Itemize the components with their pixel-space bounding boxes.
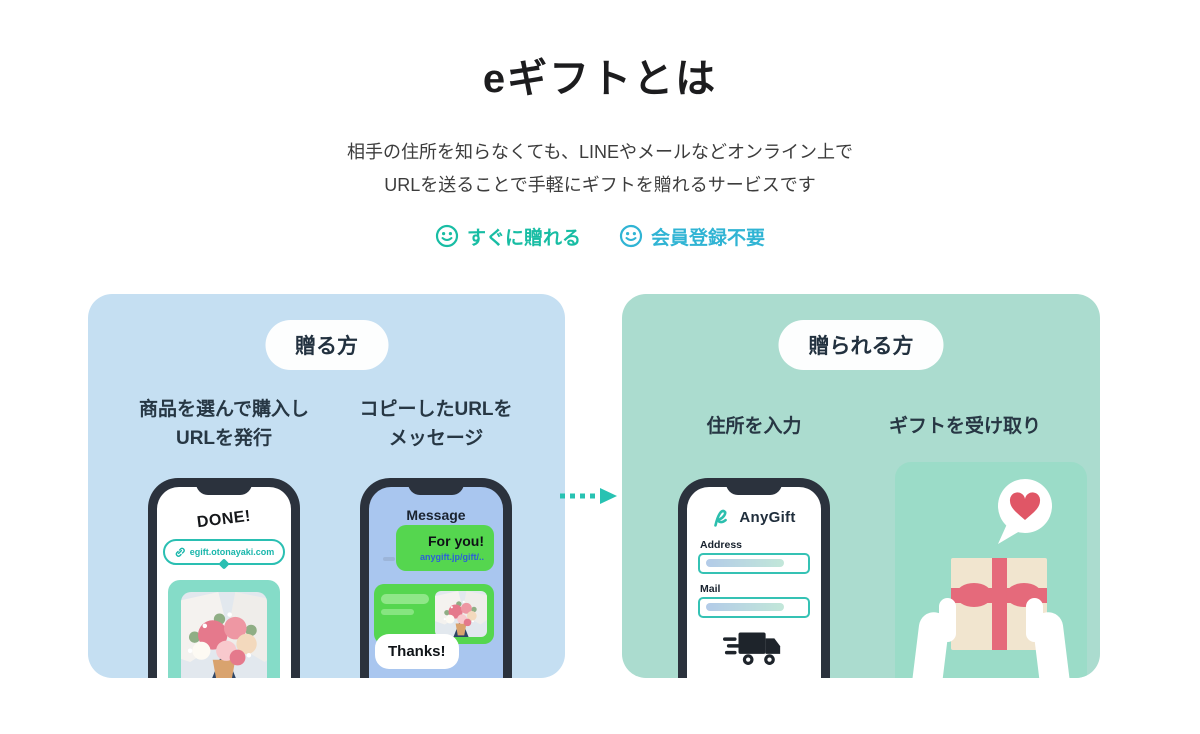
address-input (698, 552, 810, 574)
subtitle-line1: 相手の住所を知らなくても、LINEやメールなどオンライン上で (346, 142, 854, 162)
mail-label: Mail (700, 582, 721, 595)
smiley-icon (435, 224, 459, 248)
hands (910, 597, 1072, 678)
address-label: Address (700, 538, 743, 551)
subtitle-line2: URLを送ることで手軽にギフトを贈れるサービスです (384, 175, 816, 196)
sent-bubble: For you! anygift.jp/gift/.. (396, 524, 494, 571)
sender-step1-label: 商品を選んで購入し URLを発行 (138, 398, 310, 450)
delivery-truck-icon (687, 628, 821, 668)
heart-icon (1009, 492, 1041, 520)
gift-box (951, 557, 1047, 650)
receiver-step1-label: 住所を入力 (706, 415, 802, 437)
feature-label: すぐに贈れる (466, 227, 581, 249)
phone-notch (196, 477, 252, 495)
anygift-logo: AnyGift (687, 507, 821, 528)
feature-no-signup: 会員登録不要 (619, 223, 765, 250)
receiver-step2-label: ギフトを受け取り (888, 415, 1041, 437)
gift-preview-panel (168, 579, 280, 678)
phone-notch (408, 477, 464, 495)
timestamp-mark (383, 556, 395, 561)
phone-screen: Message For you! anygift.jp/gift/.. (369, 486, 503, 678)
speech-bubble (998, 478, 1052, 544)
section-header: eギフトとは 相手の住所を知らなくても、LINEやメールなどオンライン上で UR… (0, 0, 1200, 250)
feature-label: 会員登録不要 (651, 227, 766, 249)
bouquet-photo (181, 591, 267, 678)
phone-notch (726, 477, 782, 495)
input-placeholder-bar (706, 602, 784, 611)
phone-mockup-form: AnyGift Address Mail (678, 477, 830, 678)
sender-badge: 贈る方 (265, 319, 388, 370)
receiver-card: 贈られる方 住所を入力 ギフトを受け取り AnyGift Address (622, 293, 1100, 678)
phone-screen: AnyGift Address Mail (687, 486, 821, 678)
flow-arrow-icon (560, 487, 617, 504)
sender-step2-label: コピーしたURLを メッセージ (359, 398, 513, 450)
phone-mockup-done: DONE! egift.otonayaki.com (148, 477, 300, 678)
gift-illustration (895, 461, 1087, 678)
link-icon (175, 547, 185, 557)
gift-url-text: egift.otonayaki.com (189, 546, 275, 557)
anygift-logo-icon (714, 509, 728, 527)
receiver-badge: 贈られる方 (778, 319, 944, 370)
reply-bubble: Thanks! (375, 633, 459, 669)
bouquet-thumbnail (435, 590, 487, 637)
feature-badges: すぐに贈れる 会員登録不要 (0, 223, 1200, 250)
feature-quick-gift: すぐに贈れる (435, 223, 581, 250)
phone-mockup-message: Message For you! anygift.jp/gift/.. (360, 477, 512, 678)
message-app-title: Message (406, 506, 466, 523)
mail-input (698, 596, 810, 618)
bubble-title: For you! (428, 532, 484, 549)
input-placeholder-bar (706, 558, 784, 567)
bubble-link: anygift.jp/gift/.. (420, 551, 484, 562)
sender-card: 贈る方 商品を選んで購入し URLを発行 コピーしたURLを メッセージ DON… (88, 293, 565, 678)
done-text: DONE! (196, 507, 252, 531)
page-title: eギフトとは (482, 57, 718, 101)
app-name: AnyGift (739, 508, 796, 526)
media-placeholder-lines (381, 591, 429, 615)
section-subtitle: 相手の住所を知らなくても、LINEやメールなどオンライン上で URLを送ることで… (0, 136, 1200, 203)
smiley-icon (619, 224, 643, 248)
flow-cards: 贈る方 商品を選んで購入し URLを発行 コピーしたURLを メッセージ DON… (88, 293, 1100, 678)
phone-screen: DONE! egift.otonayaki.com (157, 486, 291, 678)
